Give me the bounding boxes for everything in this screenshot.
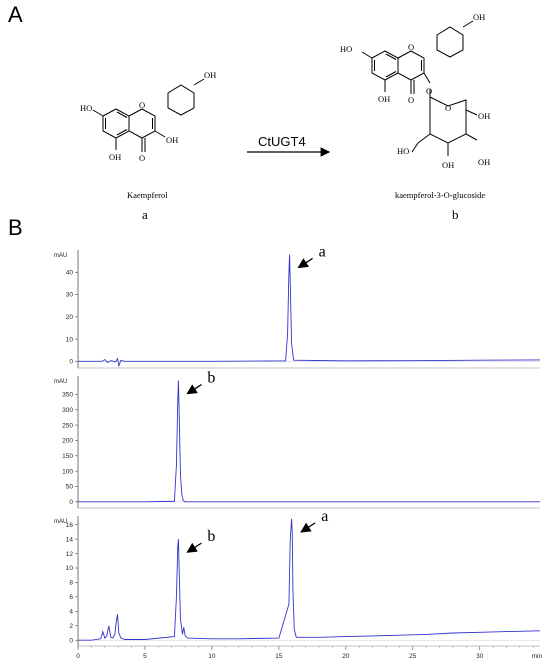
peak-arrow [300,522,316,533]
y-tick-label: 250 [62,422,73,429]
peak-arrow [186,384,202,395]
y-tick-label: 150 [62,453,73,460]
y-unit-label: mAU [54,519,67,525]
glucoside-o-ring: O [408,42,414,52]
peak-arrow [297,257,313,269]
x-tick-label: 20 [342,653,350,660]
product-label: b [452,207,459,222]
y-tick-label: 12 [66,551,74,558]
peak-label-b: b [207,528,215,545]
peak-label-a: a [319,243,326,260]
kaempferol-glucoside-structure [361,20,478,156]
y-tick-label: 50 [66,484,74,491]
glucoside-o-4: O [408,95,414,105]
kaempferol-structure [92,78,205,152]
x-tick-label: 15 [275,653,283,660]
y-tick-label: 4 [69,609,73,616]
y-tick-label: 2 [69,623,73,630]
glucoside-ho-6s: HO [397,146,409,156]
x-tick-label: 30 [476,653,484,660]
y-tick-label: 10 [66,565,74,572]
glucoside-oh-4p: OH [473,12,485,22]
kaempferol-oh-5: OH [109,152,121,162]
y-tick-label: 14 [66,536,74,543]
panel-label-a: A [8,2,23,27]
x-tick-label: 25 [409,653,417,660]
glucoside-ho-7: HO [340,44,352,54]
y-tick-label: 10 [66,336,74,343]
substrate-name: Kaempferol [127,190,168,200]
y-tick-label: 30 [66,292,74,299]
glucoside-oh-3s: OH [478,157,490,167]
y-tick-label: 350 [62,392,73,399]
y-unit-label: mAU [54,379,67,385]
y-tick-label: 40 [66,269,74,276]
y-tick-label: 0 [69,359,73,366]
kaempferol-o-ring: O [139,100,145,110]
glucoside-oh-5: OH [378,94,390,104]
glucoside-oh-2s: OH [478,111,490,121]
peak-label-b: b [207,370,215,387]
y-tick-label: 300 [62,407,73,414]
chromatogram-2: 0 50 100 150 200 250 300 350 mAU b [54,370,540,509]
y-tick-label: 0 [69,637,73,644]
y-tick-label: 20 [66,314,74,321]
x-tick-label: 0 [76,653,80,660]
substrate-label: a [142,207,148,222]
chromatogram-trace [78,518,541,641]
peak-label-a: a [321,508,328,525]
enzyme-label: CtUGT4 [258,134,306,149]
glucoside-o-sugar: O [445,103,451,113]
y-tick-label: 0 [69,499,73,506]
y-tick-label: 100 [62,468,73,475]
y-tick-label: 6 [69,594,73,601]
panel-label-b: B [8,215,23,240]
peak-arrow [186,542,202,553]
kaempferol-ho-7: HO [80,103,92,113]
kaempferol-oh-3: OH [166,135,178,145]
y-tick-label: 16 [66,522,74,529]
y-tick-label: 8 [69,580,73,587]
product-name: kaempferol-3-O-glucoside [395,190,485,200]
kaempferol-o-4: O [139,153,145,163]
kaempferol-oh-4p: OH [204,70,216,80]
y-tick-label: 200 [62,438,73,445]
x-unit-label: min [532,653,543,660]
chromatogram-1: 0 10 20 30 40 mAU a [54,243,541,369]
y-unit-label: mAU [54,253,67,259]
chromatogram-trace [78,254,541,368]
chromatogram-trace [78,380,540,503]
glucoside-o-3: O [426,86,432,96]
x-tick-label: 5 [143,653,147,660]
glucoside-oh-4s: OH [442,160,454,170]
x-tick-label: 10 [208,653,216,660]
